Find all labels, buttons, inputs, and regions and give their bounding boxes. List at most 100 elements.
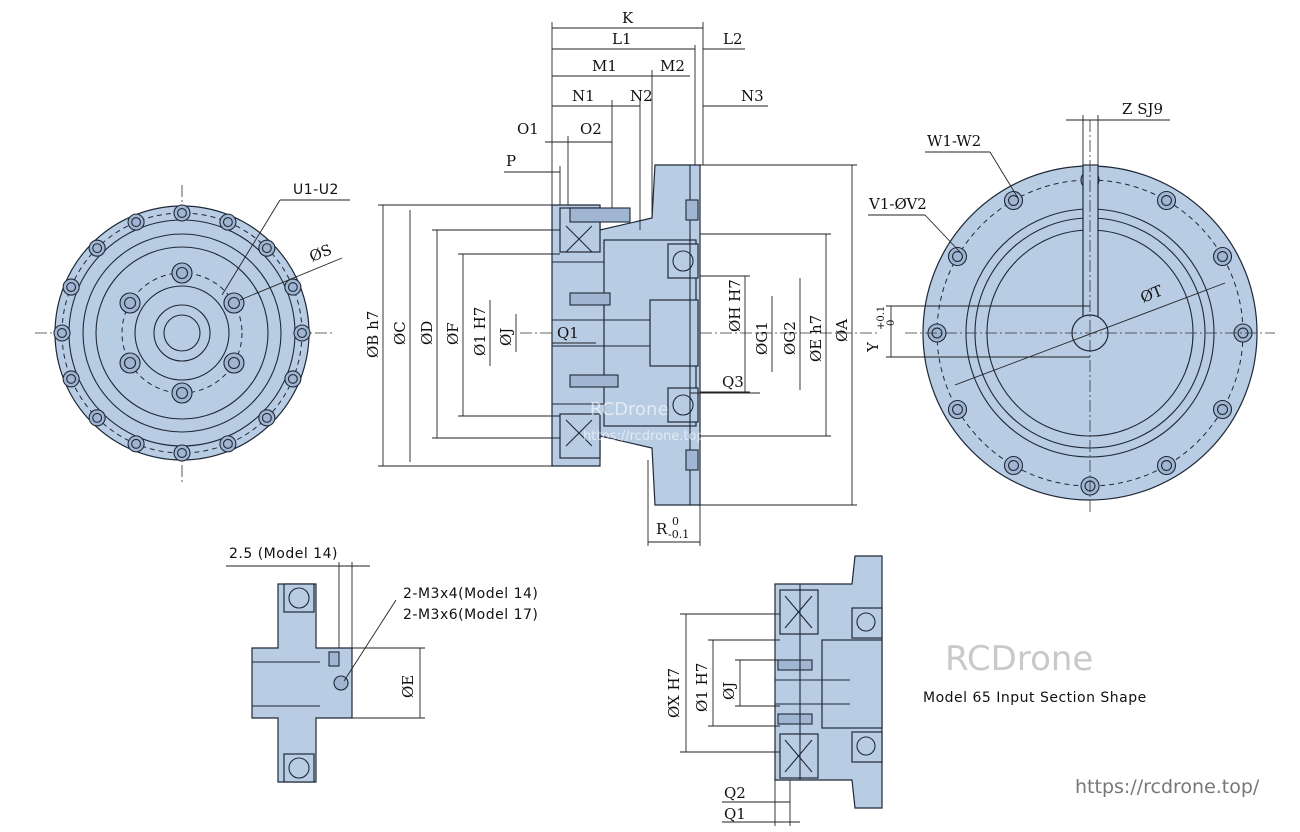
tapped-hole [171, 262, 193, 284]
tapped-hole-inner [227, 356, 241, 370]
bolt-hole [284, 370, 302, 388]
mount-hole [1003, 190, 1024, 211]
watermark-brand: RCDrone [590, 399, 669, 420]
tapped-hole-inner [123, 356, 137, 370]
dim-g2: ØG2 [781, 321, 799, 355]
bolt-hole [258, 239, 276, 257]
mount-hole-inner [1217, 251, 1229, 263]
bolt-hole [293, 324, 311, 342]
bolt-hole-inner [131, 217, 142, 228]
tapped-hole [223, 352, 245, 374]
bolt-hole [88, 239, 106, 257]
mount-hole-inner [1161, 194, 1173, 206]
dim-n3: N3 [741, 87, 764, 105]
dim-g1: ØG1 [753, 321, 771, 355]
bolt-hole-inner [261, 412, 272, 423]
dim-o2: O2 [580, 120, 602, 138]
section-caption: Model 65 Input Section Shape [923, 690, 1147, 706]
dim-screw-model17: 2-M3x6(Model 17) [403, 607, 538, 623]
dim-x: ØX H7 [665, 668, 683, 718]
mount-hole [1156, 455, 1177, 476]
tapped-hole [223, 292, 245, 314]
bolt-hole-inner [222, 438, 233, 449]
dim-l1: L1 [612, 30, 632, 48]
dim-z: Z SJ9 [1122, 100, 1163, 118]
dim-y-tol-bottom: 0 [886, 320, 897, 326]
dim-f: ØF [444, 322, 462, 345]
mount-hole-inner [951, 251, 963, 263]
dim-r-tol-bottom: -0.1 [668, 528, 689, 541]
bolt-hole-inner [92, 243, 103, 254]
dim-y-tol-top: +0.1 [876, 306, 887, 330]
bolt-hole-inner [177, 448, 187, 458]
bolt-hole [127, 213, 145, 231]
dim-model14-offset: 2.5 (Model 14) [229, 546, 338, 562]
dim-j: ØJ [497, 328, 515, 346]
bolt-hole-inner [222, 217, 233, 228]
bolt-hole [62, 370, 80, 388]
watermark-url: https://rcdrone.top/ [583, 429, 710, 444]
brand-logo: RCDrone [945, 639, 1093, 679]
dim-i-model65: Ø1 H7 [693, 663, 711, 712]
bolt-hole-inner [92, 412, 103, 423]
dim-e-small: ØE [399, 675, 417, 698]
tapped-hole [119, 352, 141, 374]
bolt-hole [88, 409, 106, 427]
dim-q2: Q2 [724, 784, 746, 802]
bolt-hole [219, 213, 237, 231]
tapped-hole-inner [227, 296, 241, 310]
mount-hole [1212, 246, 1233, 267]
bolt-hole [173, 204, 191, 222]
bolt-hole [258, 409, 276, 427]
dim-j-model65: ØJ [720, 682, 738, 700]
dim-n2: N2 [630, 87, 653, 105]
dim-q1-model65: Q1 [724, 805, 746, 823]
bolt-hole-inner [287, 282, 298, 293]
dim-e: ØE h7 [807, 315, 825, 362]
bolt-hole-inner [66, 373, 77, 384]
bolt-hole-inner [66, 282, 77, 293]
mount-hole-inner [1161, 460, 1173, 472]
bolt-hole [173, 444, 191, 462]
mount-hole [947, 399, 968, 420]
dim-k: K [622, 9, 634, 27]
bolt-hole [127, 435, 145, 453]
dim-b: ØB h7 [364, 311, 382, 358]
dim-v1-v2: V1-ØV2 [868, 195, 927, 213]
right-front-view [905, 120, 1275, 515]
bolt-hole-inner [131, 438, 142, 449]
left-front-view [35, 185, 335, 482]
dim-y: Y [864, 341, 882, 353]
dim-i: Ø1 H7 [471, 307, 489, 356]
dim-q1: Q1 [557, 324, 579, 342]
dim-p: P [506, 152, 516, 170]
mount-hole [1156, 190, 1177, 211]
model65-section-view [774, 555, 883, 809]
dim-r-tol-top: 0 [672, 515, 679, 528]
middle-section-view [520, 164, 880, 506]
mount-hole-inner [1217, 403, 1229, 415]
dim-u1-u2: U1-U2 [293, 182, 339, 198]
tapped-hole [171, 382, 193, 404]
mount-hole-inner [951, 403, 963, 415]
dim-q3: Q3 [722, 373, 744, 391]
mount-hole-inner [1007, 460, 1019, 472]
dim-m1: M1 [592, 57, 617, 75]
bolt-hole-inner [261, 243, 272, 254]
mount-hole [1212, 399, 1233, 420]
dim-l2: L2 [723, 30, 743, 48]
tapped-hole-inner [175, 266, 189, 280]
bolt-hole [219, 435, 237, 453]
tapped-hole [119, 292, 141, 314]
dim-m2: M2 [660, 57, 685, 75]
tapped-hole-inner [123, 296, 137, 310]
mount-hole-inner [1007, 194, 1019, 206]
site-url: https://rcdrone.top/ [1075, 776, 1260, 798]
bolt-hole-inner [57, 328, 67, 338]
dim-a: ØA [833, 319, 851, 342]
dim-o1: O1 [517, 120, 539, 138]
dim-r: R [656, 520, 668, 538]
dim-n1: N1 [572, 87, 595, 105]
